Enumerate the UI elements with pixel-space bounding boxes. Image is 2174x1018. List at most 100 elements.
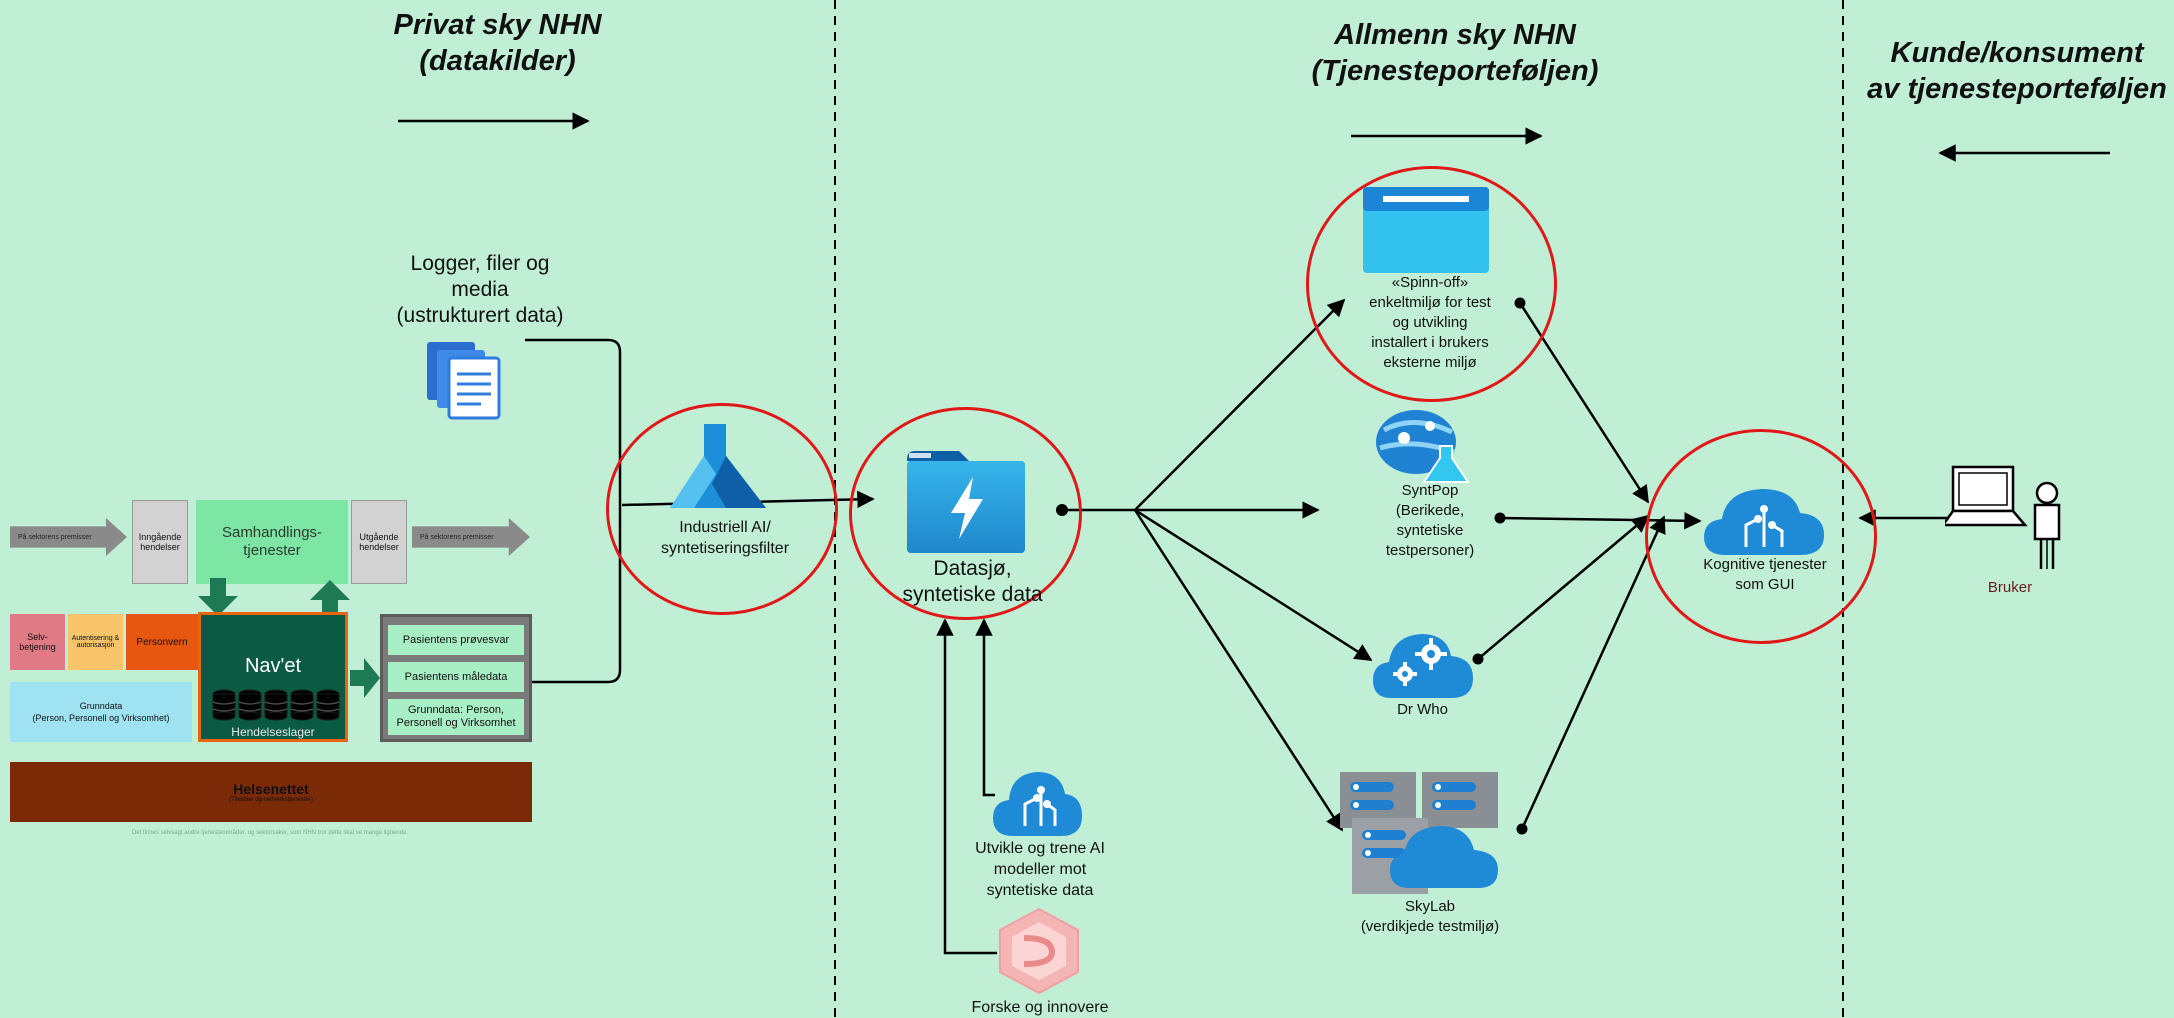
drwho-label: Dr Who <box>1370 700 1475 720</box>
collaboration-label-line: Samhandlings- <box>221 524 323 541</box>
cognitive-label: Kognitive tjenester som GUI <box>1680 555 1850 595</box>
customer-heading: Kunde/konsument av tjenesteporteføljen <box>1860 35 2174 107</box>
skylab-to-cognitive-arrow <box>1520 515 1666 830</box>
data-lake-folder-icon <box>907 451 1025 553</box>
panel-footnote: Det finnes selvsagt andre tjenesteområde… <box>131 830 409 836</box>
master-data-2-line: Personell og Virksomhet <box>396 717 516 729</box>
customer-subtitle: av tjenesteporteføljen <box>1867 73 2167 105</box>
spinoff-highlight-circle <box>1306 166 1557 402</box>
event-store-label: Hendelseslager <box>231 725 315 739</box>
skylab-label-line: (verdikjede testmiljø) <box>1360 918 1500 935</box>
left-premises-arrow: På sektorens premisser <box>10 518 127 556</box>
browser-window-icon <box>1363 187 1489 273</box>
master-data-2-box: Grunndata: Person, Personell og Virksomh… <box>388 699 524 735</box>
cloud-gears-icon <box>1373 634 1473 698</box>
public-cloud-title: Allmenn sky NHN <box>1334 19 1576 51</box>
master-data-2-line: Grunndata: Person, <box>407 704 504 716</box>
health-network-sublabel: (Tilkobler og nettverkstjenester) <box>229 797 313 803</box>
privacy-box: Personvern <box>126 614 198 670</box>
research-label: Forske og innovere <box>945 997 1135 1018</box>
train-label-line: modeller mot <box>993 861 1087 878</box>
nhn-architecture-panel: På sektorens premisser Inngående hendels… <box>0 490 540 850</box>
filter-label: Industriell AI/ syntetiseringsfilter <box>630 517 820 559</box>
syntpop-label-line: (Berikede, <box>1395 502 1465 519</box>
lake-label: Datasjø, syntetiske data <box>880 556 1065 608</box>
private-cloud-subtitle: (datakilder) <box>419 45 576 77</box>
lake-highlight-circle <box>849 407 1082 620</box>
filter-label-line: Industriell AI/ <box>679 519 771 536</box>
collaboration-services-box: Samhandlings- tjenester <box>196 500 348 584</box>
syntpop-label: SyntPop (Berikede, syntetiske testperson… <box>1360 481 1500 561</box>
collaboration-label-line: tjenester <box>243 542 301 559</box>
self-service-box: Selv-betjening <box>10 614 65 670</box>
research-hexagon-icon <box>999 907 1079 995</box>
hub-connector-arrows <box>198 578 350 618</box>
logs-label: Logger, filer og media (ustrukturert dat… <box>365 251 595 329</box>
spinoff-label-line: eksterne miljø <box>1383 354 1477 371</box>
documents-icon <box>427 342 501 420</box>
train-to-lake-arrow <box>975 618 995 797</box>
hub-to-spinoff-arrow <box>1134 298 1346 511</box>
customer-title: Kunde/konsument <box>1890 37 2144 69</box>
database-icon <box>212 689 340 721</box>
filter-highlight-circle <box>606 403 838 615</box>
private-cloud-title: Privat sky NHN <box>393 9 602 41</box>
drwho-to-cognitive-arrow <box>1477 514 1650 660</box>
public-cloud-subtitle: (Tjenesteporteføljen) <box>1311 55 1599 87</box>
private-cloud-heading: Privat sky NHN (datakilder) <box>360 7 635 79</box>
skylab-label: SkyLab (verdikjede testmiljø) <box>1330 897 1530 937</box>
patient-data-panel: Pasientens prøvesvar Pasientens måledata… <box>380 614 532 742</box>
skylab-label-line: SkyLab <box>1404 898 1456 915</box>
cognitive-services-cloud-icon <box>1704 489 1824 555</box>
research-label-line: Forske og innovere <box>971 999 1109 1016</box>
master-data-line: (Person, Personell og Virksomhet) <box>32 713 170 723</box>
syntpop-label-line: syntetiske <box>1396 522 1464 539</box>
spinoff-label-line: enkeltmiljø for test <box>1369 294 1491 311</box>
servers-cloud-icon <box>1340 772 1498 894</box>
cognitive-cloud-icon <box>993 772 1082 836</box>
navet-to-data-arrow <box>350 658 380 698</box>
lake-label-line: syntetiske data <box>902 583 1043 606</box>
logs-label-line: Logger, filer og <box>410 252 550 275</box>
logs-label-line: (ustrukturert data) <box>396 304 564 327</box>
master-data-line: Grunndata <box>79 701 123 711</box>
test-results-box: Pasientens prøvesvar <box>388 625 524 655</box>
drwho-dot <box>1472 653 1484 665</box>
spinoff-label: «Spinn-off» enkeltmiljø for test og utvi… <box>1330 273 1530 373</box>
master-data-box: Grunndata (Person, Personell og Virksomh… <box>10 682 192 742</box>
cognitive-label-line: som GUI <box>1735 576 1795 593</box>
train-label-line: syntetiske data <box>986 882 1094 899</box>
outgoing-events-box: Utgående hendelser <box>351 500 407 584</box>
spinoff-label-line: installert i brukers <box>1371 334 1489 351</box>
spinoff-label-line: og utvikling <box>1392 314 1468 331</box>
skylab-dot <box>1516 823 1528 835</box>
incoming-events-box: Inngående hendelser <box>132 500 188 584</box>
health-network-bar: Helsenettet (Tilkobler og nettverkstjene… <box>10 762 532 822</box>
authentication-box: Autentisering & autorisasjon <box>68 614 123 670</box>
research-to-lake-arrow <box>936 618 997 955</box>
measurements-box: Pasientens måledata <box>388 662 524 692</box>
machine-learning-flask-icon <box>670 424 766 508</box>
syntpop-dot <box>1494 512 1506 524</box>
user-label: Bruker <box>1987 579 2033 596</box>
filter-label-line: syntetiseringsfilter <box>660 540 790 557</box>
public-cloud-heading: Allmenn sky NHN (Tjenesteporteføljen) <box>1270 17 1640 89</box>
drwho-label-line: Dr Who <box>1397 701 1448 718</box>
hub-to-drwho-arrow <box>1134 508 1373 662</box>
syntpop-label-line: SyntPop <box>1401 482 1459 499</box>
train-label-line: Utvikle og trene AI <box>975 840 1105 857</box>
user-laptop-icon <box>1945 465 2061 569</box>
spinoff-label-line: «Spinn-off» <box>1391 274 1469 291</box>
health-network-label: Helsenettet <box>233 781 309 797</box>
globe-flask-icon <box>1376 410 1470 483</box>
lake-label-line: Datasjø, <box>933 557 1012 580</box>
right-premises-arrow: På sektorens premisser <box>412 518 530 556</box>
syntpop-label-line: testpersoner) <box>1385 542 1475 559</box>
logs-label-line: media <box>451 278 509 301</box>
train-label: Utvikle og trene AI modeller mot synteti… <box>945 838 1135 901</box>
hub-to-skylab-arrow <box>1133 509 1344 832</box>
cognitive-label-line: Kognitive tjenester <box>1703 556 1827 573</box>
navet-hub: Nav'et Hendelseslager <box>198 612 348 742</box>
cognitive-highlight-circle <box>1645 429 1877 644</box>
